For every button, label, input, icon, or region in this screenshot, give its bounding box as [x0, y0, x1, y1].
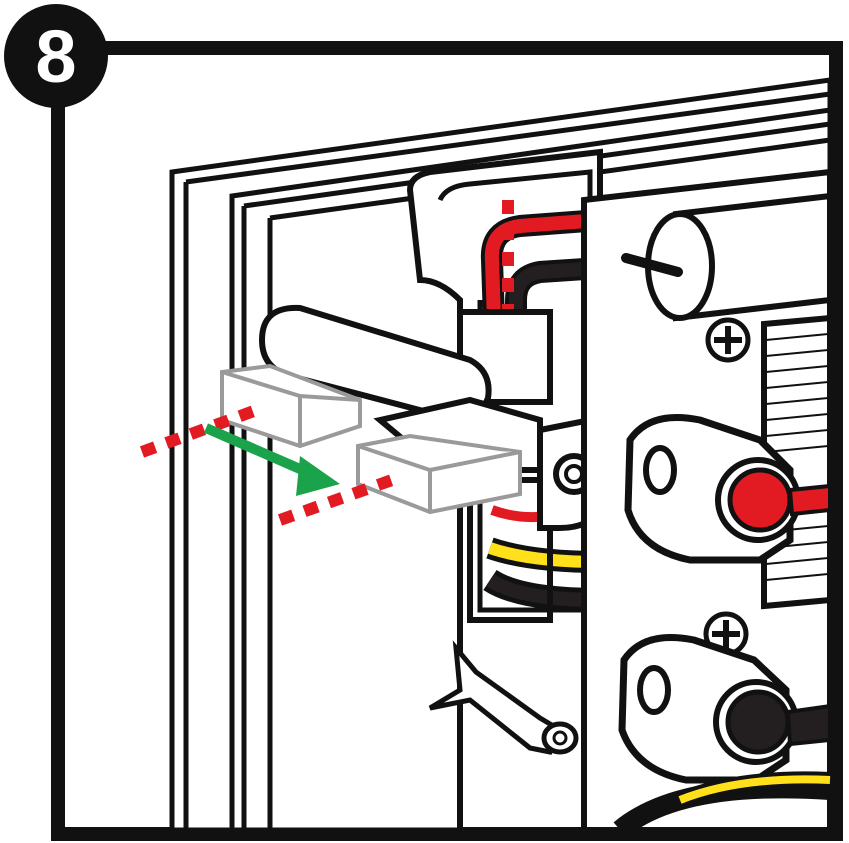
phillips-screw-icon: [705, 317, 751, 363]
cut-mark-right: [277, 474, 395, 526]
black-terminal-knob: [618, 634, 832, 784]
ghost-connector-new: [356, 433, 522, 515]
capacitor: [621, 192, 833, 322]
wall-anchor: [428, 640, 579, 755]
bottom-yellow-wire-fill: [678, 775, 831, 804]
black-wire-top-fill: [509, 261, 601, 330]
red-terminal-knob: [624, 414, 832, 564]
step-number-badge: 8: [4, 4, 108, 108]
cut-mark-left: [139, 402, 265, 458]
step-number: 8: [35, 15, 76, 98]
move-direction-arrow-icon: [204, 423, 340, 496]
red-wire-top-fill: [484, 213, 601, 321]
ghost-connector-original: [220, 363, 362, 449]
